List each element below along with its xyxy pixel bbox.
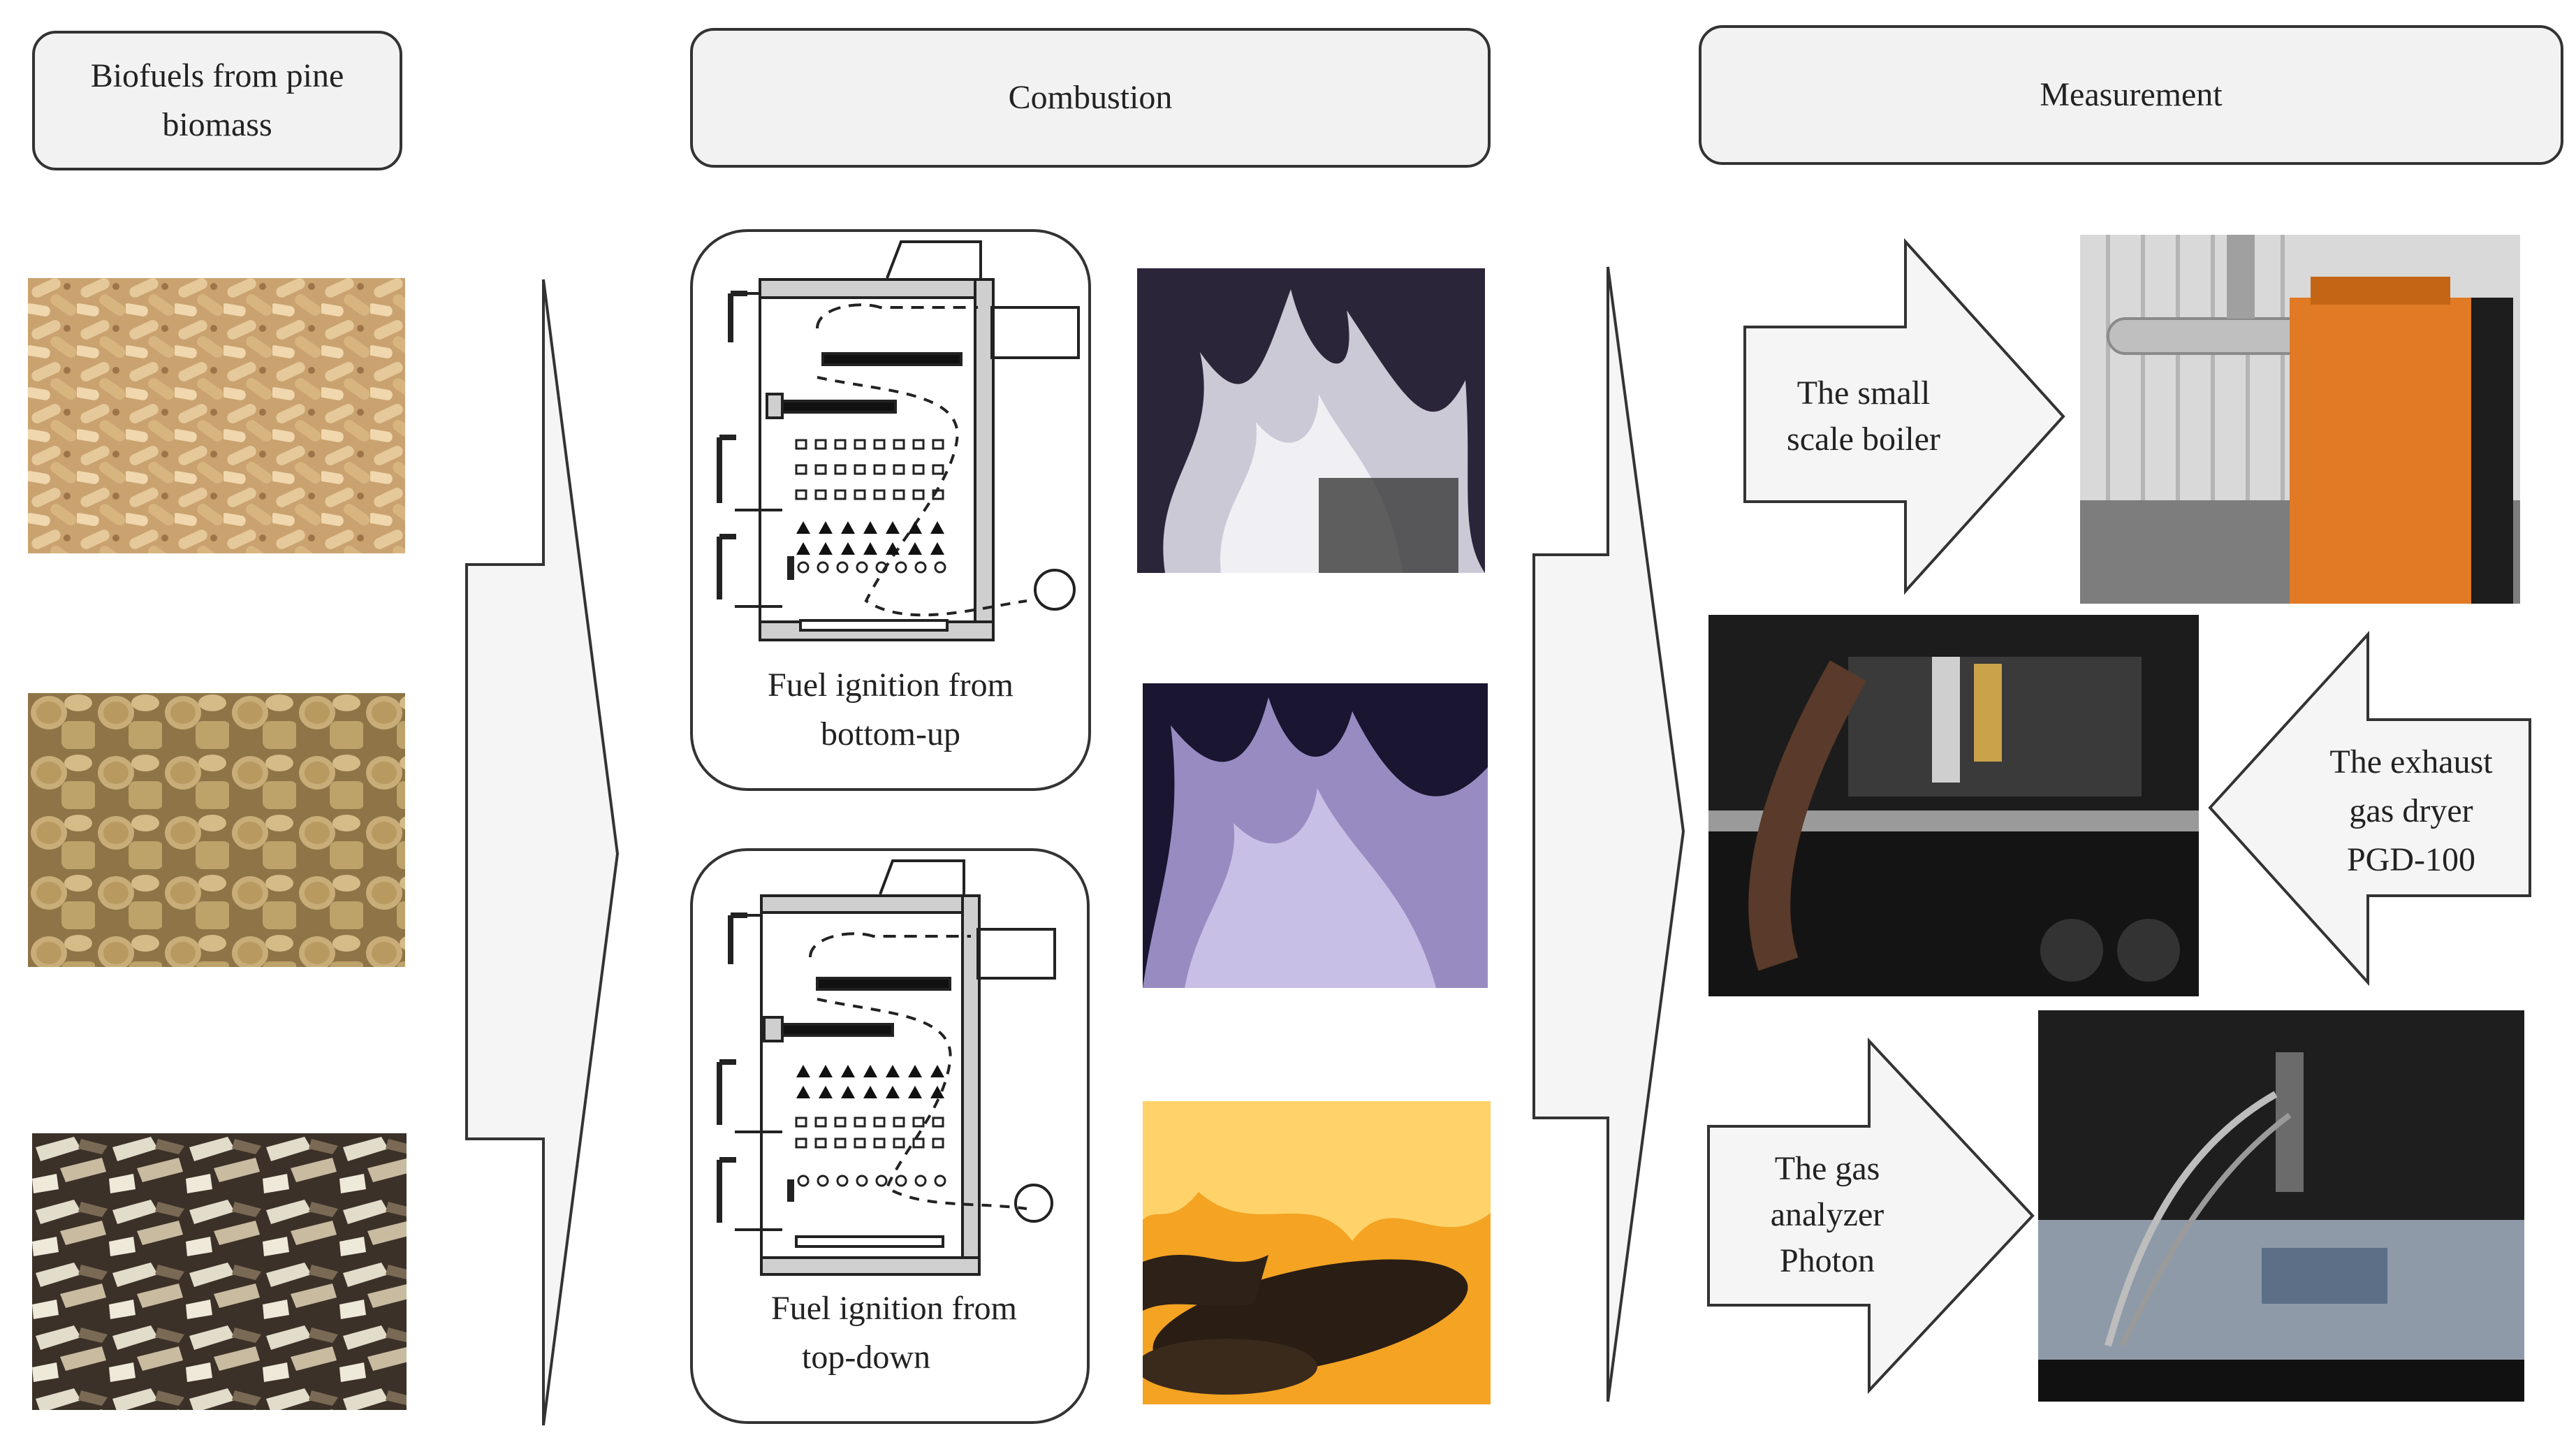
big-arrow-2 — [1532, 266, 1685, 1402]
header-measurement-label: Measurement — [2040, 76, 2223, 113]
boiler-photo — [2080, 235, 2520, 604]
wood-chips-photo — [32, 1133, 407, 1410]
grate-top-down — [795, 1065, 946, 1187]
analyzer-label-line1: The gas — [1774, 1150, 1880, 1187]
pellets-photo — [28, 278, 405, 553]
caption-bottom-up-line2: bottom-up — [821, 715, 960, 752]
dryer-label-line1: The exhaust — [2329, 743, 2493, 780]
header-biofuels-line2: biomass — [162, 106, 272, 143]
flame-photo-2 — [1143, 683, 1488, 988]
boiler-label: The small scale boiler — [1745, 370, 1982, 463]
gas-dryer-photo — [1708, 615, 2199, 996]
header-measurement: Measurement — [1699, 25, 2563, 165]
big-arrow-1 — [465, 279, 620, 1426]
header-combustion-label: Combustion — [1008, 79, 1173, 116]
analyzer-label-line3: Photon — [1779, 1242, 1875, 1279]
boiler-schematic-bottom-up — [717, 240, 1080, 641]
briquettes-photo — [28, 693, 405, 967]
analyzer-label: The gas analyzer Photon — [1708, 1146, 1946, 1284]
caption-bottom-up: Fuel ignition from bottom-up — [691, 661, 1090, 759]
grate-bottom-up — [795, 439, 946, 574]
dryer-arrow — [2208, 630, 2531, 987]
header-combustion: Combustion — [690, 28, 1491, 168]
caption-top-down: Fuel ignition from top-down — [691, 1284, 1097, 1382]
caption-bottom-up-line1: Fuel ignition from — [768, 667, 1013, 704]
header-biofuels-line1: Biofuels from pine — [90, 57, 344, 94]
caption-top-down-line1: Fuel ignition from — [771, 1290, 1017, 1327]
boiler-arrow — [1743, 238, 2065, 595]
analyzer-label-line2: analyzer — [1770, 1196, 1885, 1233]
dryer-label: The exhaust gas dryer PGD-100 — [2292, 738, 2530, 885]
dryer-label-line3: PGD-100 — [2346, 841, 2475, 878]
gas-analyzer-photo — [2038, 1010, 2524, 1402]
caption-top-down-line2: top-down — [802, 1339, 930, 1376]
boiler-label-line2: scale boiler — [1787, 421, 1940, 458]
analyzer-arrow — [1707, 1037, 2035, 1395]
flame-photo-3 — [1143, 1101, 1491, 1404]
boiler-label-line1: The small — [1796, 375, 1931, 412]
header-biofuels: Biofuels from pine biomass — [32, 31, 402, 170]
flame-photo-1 — [1137, 268, 1485, 573]
dryer-label-line2: gas dryer — [2349, 792, 2473, 829]
boiler-schematic-top-down — [717, 859, 1056, 1276]
